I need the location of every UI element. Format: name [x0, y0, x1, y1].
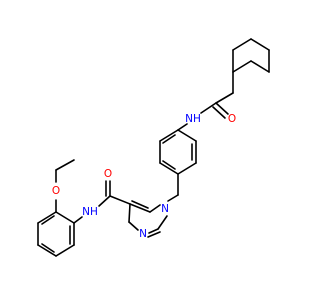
phenylene-ring: [159, 129, 197, 175]
atom-label-n-imidazole-3: N: [139, 228, 147, 240]
bond: [250, 38, 270, 51]
bond: [200, 102, 217, 114]
bond: [55, 211, 75, 224]
bond: [147, 231, 161, 238]
atom-label-n-imidazole-1: N: [161, 203, 169, 215]
acetamide-linker: [177, 71, 234, 131]
bond: [177, 123, 188, 131]
bond: [167, 194, 179, 202]
bond: [159, 129, 179, 142]
ethoxyphenyl-ring: [37, 211, 75, 257]
bond: [73, 216, 83, 224]
bond: [98, 195, 111, 207]
atom-label-nh-top: NH: [185, 113, 201, 125]
bond: [37, 211, 57, 224]
bond: [177, 129, 197, 142]
bond: [162, 160, 176, 170]
benzyl-linker: [167, 173, 179, 202]
bond: [129, 203, 151, 213]
bond: [128, 203, 131, 223]
atom-label-nh-amide: NH: [82, 206, 98, 218]
bond: [149, 204, 161, 213]
atom-label-o-amide: O: [104, 168, 112, 180]
bond: [41, 215, 55, 225]
bond: [128, 221, 139, 231]
structure-canvas: NH O N N O NH O: [37, 38, 270, 257]
bond: [159, 162, 179, 175]
bond: [148, 228, 159, 234]
bond: [41, 243, 55, 253]
bond: [109, 195, 131, 205]
carboxamide: [73, 180, 131, 224]
imidazole-ring: [128, 200, 168, 238]
bond: [250, 60, 270, 73]
bond: [37, 244, 57, 257]
bond: [215, 102, 229, 115]
bond: [232, 60, 252, 73]
bond: [162, 134, 176, 144]
ethoxy-chain: [55, 159, 75, 213]
bond: [177, 162, 197, 175]
bond: [55, 244, 75, 257]
bond: [131, 200, 149, 209]
molecule-drawing: NH O N N O NH O: [37, 38, 270, 257]
atom-label-o-top: O: [228, 113, 236, 125]
bond: [55, 159, 75, 171]
atom-label-o-ether: O: [52, 185, 60, 197]
bond: [215, 92, 234, 104]
bond: [157, 215, 168, 230]
cyclohexyl-ring: [232, 38, 270, 73]
bond: [232, 38, 252, 51]
bond: [212, 106, 226, 119]
